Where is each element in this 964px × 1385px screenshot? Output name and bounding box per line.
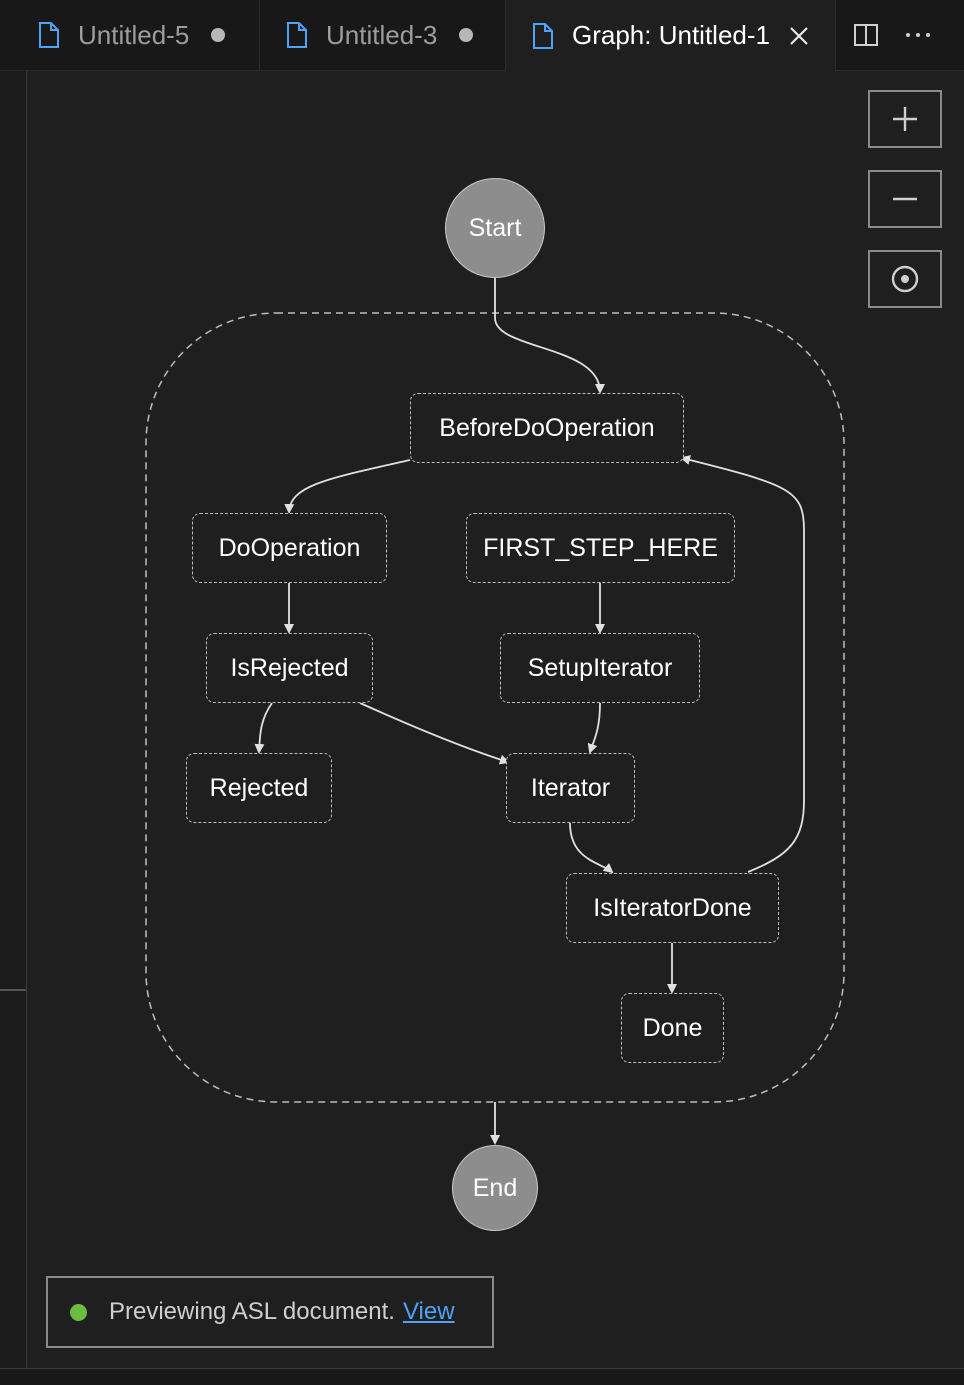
edge-isiteratordone-before (680, 455, 805, 873)
file-icon (287, 22, 307, 48)
tab-bar: Untitled-5 Untitled-3 Graph: Untitled-1 (0, 0, 964, 71)
split-editor-icon (854, 24, 878, 46)
edge-setup-iterator (587, 702, 601, 754)
plus-icon (893, 107, 917, 131)
state-before-do-operation[interactable]: BeforeDoOperation (410, 393, 684, 463)
start-node[interactable]: Start (445, 178, 545, 278)
end-node[interactable]: End (452, 1145, 538, 1231)
state-rejected[interactable]: Rejected (186, 753, 332, 823)
preview-status-bar: Previewing ASL document. View (46, 1276, 494, 1348)
split-editor-button[interactable] (848, 17, 884, 53)
edge-start-before (494, 278, 605, 394)
state-setup-iterator[interactable]: SetupIterator (500, 633, 700, 703)
gutter-marker (0, 989, 26, 991)
status-text: Previewing ASL document. (109, 1298, 395, 1325)
view-link[interactable]: View (402, 1298, 455, 1325)
state-is-iterator-done[interactable]: IsIteratorDone (566, 873, 779, 943)
status-indicator-icon (70, 1303, 87, 1321)
state-do-operation[interactable]: DoOperation (192, 513, 387, 583)
recenter-button[interactable] (868, 250, 942, 308)
more-actions-icon (906, 33, 930, 37)
file-icon (533, 22, 553, 49)
state-first-step-here[interactable]: FIRST_STEP_HERE (466, 513, 735, 583)
edge-isrejected-iterator (359, 702, 510, 765)
editor-actions (848, 0, 964, 70)
edge-iterator-isiteratordone (569, 822, 614, 874)
start-label: Start (468, 213, 522, 242)
unsaved-dot-icon[interactable] (459, 28, 474, 42)
recenter-icon (891, 265, 919, 293)
tab-graph-untitled-1[interactable]: Graph: Untitled-1 (506, 0, 836, 71)
tab-untitled-5[interactable]: Untitled-5 (0, 0, 260, 70)
left-gutter (0, 71, 27, 1368)
minus-icon (893, 197, 917, 201)
tab-label: Untitled-3 (326, 19, 438, 50)
zoom-in-button[interactable] (868, 90, 942, 148)
edge-before-dooperation (284, 459, 411, 514)
bottom-border (0, 1368, 964, 1385)
close-icon[interactable] (788, 25, 810, 47)
state-is-rejected[interactable]: IsRejected (206, 633, 373, 703)
tab-untitled-3[interactable]: Untitled-3 (260, 0, 506, 70)
tab-label: Untitled-5 (78, 19, 190, 50)
more-actions-button[interactable] (900, 17, 936, 53)
edge-isrejected-rejected (254, 702, 273, 754)
state-iterator[interactable]: Iterator (506, 753, 635, 823)
end-label: End (472, 1173, 518, 1202)
tab-label: Graph: Untitled-1 (572, 20, 770, 50)
state-done[interactable]: Done (621, 993, 724, 1063)
unsaved-dot-icon[interactable] (211, 28, 226, 42)
file-icon (39, 22, 59, 48)
zoom-out-button[interactable] (868, 170, 942, 228)
